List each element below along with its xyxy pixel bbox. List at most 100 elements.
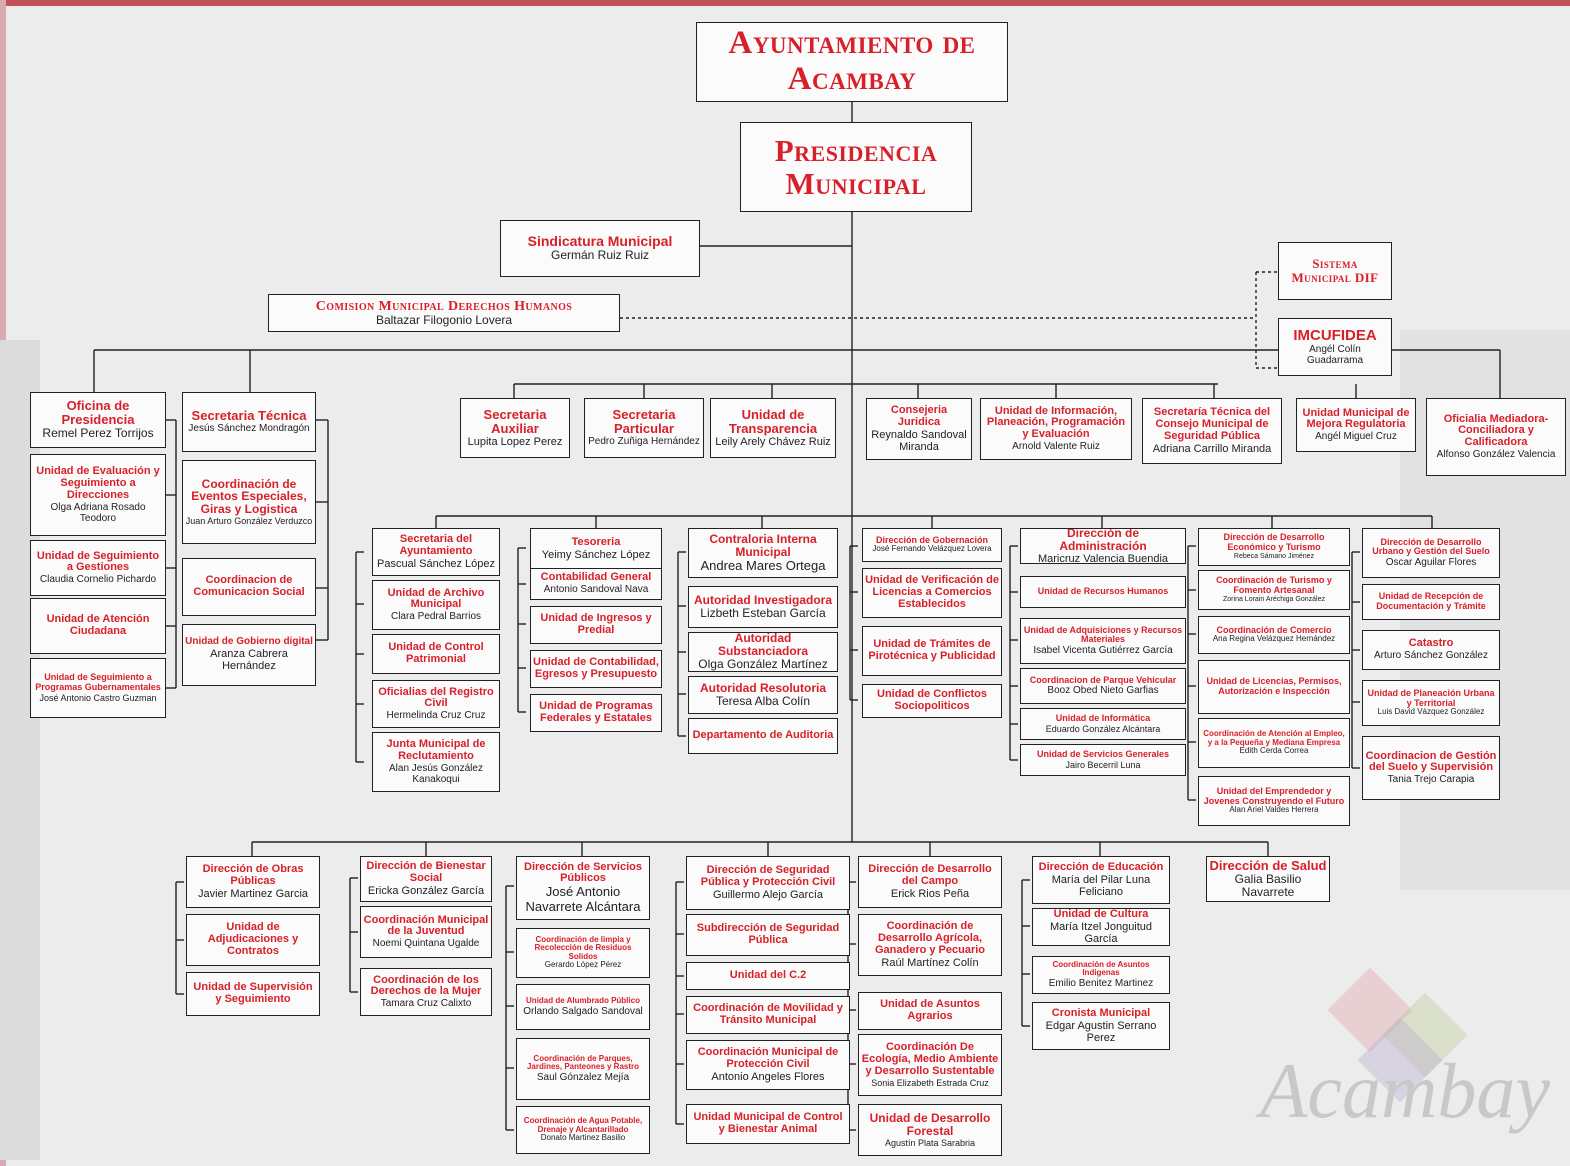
box-title: Unidad de Seguimiento a Programas Gubern…: [35, 672, 161, 692]
box-title: Unidad de Informática: [1055, 713, 1151, 724]
org-box-sec-tec-seguridad: Secretaría Técnica del Consejo Municipal…: [1142, 398, 1282, 464]
box-title: Secretaría Técnica del Consejo Municipal…: [1153, 406, 1271, 442]
box-title: Coordinación de limpia y Recolección de …: [534, 934, 632, 961]
box-title: Unidad de Programas Federales y Estatale…: [539, 700, 653, 724]
box-person-name: José Antonio Castro Guzman: [39, 692, 157, 703]
box-person-name: Lupita Lopez Perez: [467, 435, 563, 448]
box-person-name: Antonio Angeles Flores: [711, 1070, 825, 1083]
box-title: Dirección de Obras Públicas: [202, 862, 304, 887]
box-title: Coordinación de Asuntos Indigenas: [1052, 959, 1150, 978]
org-box-emprendedor: Unidad del Emprendedor y Jovenes Constru…: [1198, 776, 1350, 826]
box-person-name: Booz Obed Nieto Garfias: [1047, 685, 1159, 697]
org-box-ecologia: Coordinación De Ecología, Medio Ambiente…: [858, 1034, 1002, 1096]
box-title: Coordinacion de Gestión del Suelo y Supe…: [1365, 749, 1497, 774]
box-title: Coordinación de los Derechos de la Mujer: [370, 973, 482, 998]
box-person-name: Reynaldo Sandoval Miranda: [871, 428, 967, 453]
box-person-name: Luis David Vázquez González: [1377, 707, 1485, 717]
box-title: Secretaria del Ayuntamiento: [399, 532, 473, 557]
box-title: Unidad de Alumbrado Público: [526, 996, 640, 1006]
org-box-coord-eventos: Coordinación de Eventos Especiales, Gira…: [182, 460, 316, 544]
org-box-verificacion: Unidad de Verificación de Licencias a Co…: [862, 568, 1002, 618]
box-person-name: Sonia Elizabeth Estrada Cruz: [871, 1077, 989, 1088]
box-title: Unidad de Transparencia: [728, 406, 818, 436]
box-title: Unidad Municipal de Mejora Regulatoria: [1302, 406, 1410, 431]
box-person-name: Agustín Plata Sarabria: [884, 1137, 976, 1148]
box-person-name: Galia Basilio Navarrete: [1234, 871, 1302, 900]
box-title: Oficialia Mediadora-Conciliadora y Calif…: [1443, 412, 1549, 449]
box-title: Subdirección de Seguridad Pública: [696, 922, 840, 946]
org-box-atencion-empleo: Coordinación de Atención al Empleo, y a …: [1198, 718, 1350, 768]
box-title: Consejeria Juridica: [890, 403, 948, 428]
box-person-name: Pedro Zuñiga Hernández: [588, 436, 700, 448]
box-person-name: Pascual Sánchez López: [376, 557, 496, 570]
org-box-licencias: Unidad de Licencias, Permisos, Autorizac…: [1198, 660, 1350, 714]
org-box-desarrollo-economico: Dirección de Desarrollo Económico y Turi…: [1198, 528, 1350, 566]
box-title: Coordinación Municipal de Protección Civ…: [697, 1045, 839, 1070]
box-person-name: Yeimy Sánchez López: [541, 548, 651, 561]
box-person-name: Raúl Martínez Colín: [881, 956, 979, 969]
box-title: Coordinación de Comercio: [1216, 624, 1332, 635]
box-title: Unidad de Atención Ciudadana: [46, 613, 150, 637]
box-title: Unidad de Contabilidad, Egresos y Presup…: [533, 656, 659, 680]
box-title: Departamento de Auditoria: [692, 729, 834, 742]
box-person-name: Ana Regina Velázquez Hernández: [1212, 634, 1336, 644]
box-person-name: Erick Rios Peña: [890, 887, 970, 900]
org-box-seguridad-publica: Dirección de Seguridad Pública y Protecc…: [686, 856, 850, 910]
box-title: Unidad de Asuntos Agrarios: [880, 998, 980, 1022]
box-person-name: Oscar Aguilar Flores: [1385, 557, 1477, 569]
box-person-name: Arnold Valente Ruiz: [1012, 441, 1100, 453]
org-box-bienestar-animal: Unidad Municipal de Control y Bienestar …: [686, 1104, 850, 1144]
box-title: Sindicatura Municipal: [527, 233, 673, 250]
box-title: Coordinacion de Parque Vehicular: [1029, 674, 1177, 685]
box-person-name: Jesús Sánchez Mondragón: [188, 423, 310, 435]
box-person-name: Javier Martinez Garcia: [197, 887, 309, 900]
box-title: Dirección de Desarrollo del Campo: [868, 862, 992, 887]
box-person-name: Andrea Mares Ortega: [700, 557, 826, 573]
box-person-name: María del Pilar Luna Feliciano: [1051, 873, 1151, 898]
box-title: Unidad de Servicios Generales: [1036, 749, 1170, 760]
box-person-name: Teresa Alba Colín: [715, 693, 811, 708]
org-box-desarrollo-urbano: Dirección de Desarrollo Urbano y Gestión…: [1362, 528, 1500, 578]
org-box-tramites-pirotecnica: Unidad de Trámites de Pirotécnica y Publ…: [862, 626, 1002, 676]
org-box-agua: Coordinación de Agua Potable, Drenaje y …: [516, 1106, 650, 1154]
box-person-name: Angél Colín Guadarrama: [1306, 343, 1364, 367]
box-title: Dirección de Gobernación: [875, 534, 989, 545]
box-title: Ayuntamiento de Acambay: [728, 25, 976, 97]
box-title: Unidad de Ingresos y Predial: [540, 612, 652, 636]
box-person-name: Gerardo López Pérez: [544, 960, 622, 970]
box-person-name: Remel Perez Torrijos: [42, 426, 154, 441]
box-title: Comision Municipal Derechos Humanos: [315, 298, 573, 314]
org-box-recursos-humanos: Unidad de Recursos Humanos: [1020, 576, 1186, 608]
box-title: Unidad de Control Patrimonial: [388, 641, 484, 665]
box-person-name: Lizbeth Esteban García: [700, 605, 826, 620]
org-box-movilidad: Coordinación de Movilidad y Tránsito Mun…: [686, 996, 850, 1034]
box-title: Unidad Municipal de Control y Bienestar …: [693, 1111, 843, 1135]
box-title: Autoridad Investigadora: [693, 592, 833, 607]
box-title: Coordinación de Movilidad y Tránsito Mun…: [693, 1002, 843, 1026]
box-person-name: Tania Trejo Carapia: [1387, 774, 1475, 786]
box-title: Unidad de Adquisiciones y Recursos Mater…: [1023, 624, 1183, 645]
box-person-name: José Fernando Velázquez Lovera: [872, 544, 992, 554]
org-box-desarrollo-agricola: Coordinación de Desarrollo Agrícola, Gan…: [858, 914, 1002, 976]
box-title: Unidad de Recepción de Documentación y T…: [1376, 591, 1486, 611]
box-person-name: Olga Adriana Rosado Teodoro: [50, 501, 146, 524]
